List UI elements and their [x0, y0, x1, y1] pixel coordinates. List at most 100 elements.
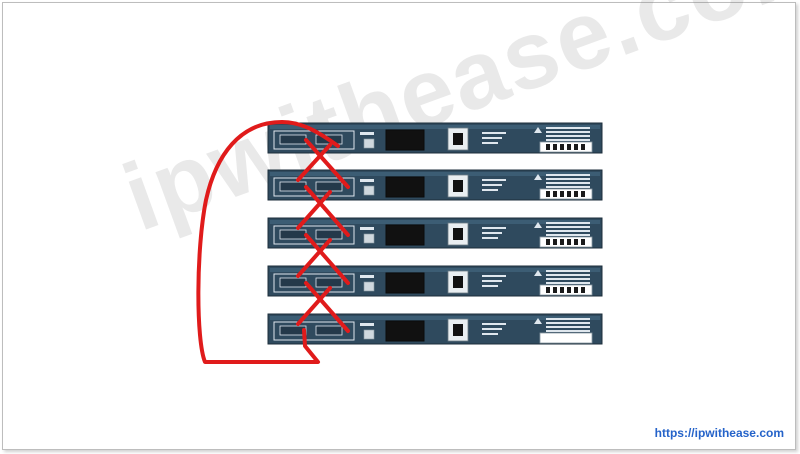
- rating-label-line: [482, 333, 498, 335]
- rating-label-line: [482, 189, 498, 191]
- warning-label-line: [546, 274, 590, 276]
- warning-label-line: [546, 230, 590, 232]
- port-label: [360, 179, 374, 182]
- rps-pin: [560, 191, 564, 197]
- warning-label-line: [546, 174, 590, 176]
- stack-module: [273, 321, 355, 341]
- port-label: [360, 227, 374, 230]
- rating-label-line: [482, 137, 502, 139]
- switch-2: [267, 169, 603, 201]
- console-port: [363, 281, 375, 292]
- rps-pin: [546, 191, 550, 197]
- module-slot: [385, 320, 425, 342]
- rating-label-line: [482, 285, 498, 287]
- warning-label-line: [546, 326, 590, 328]
- chassis-top-edge: [270, 220, 600, 224]
- rps-pin: [581, 191, 585, 197]
- stack-port-b: [315, 277, 343, 288]
- warning-label-line: [546, 135, 590, 137]
- warning-label-line: [546, 127, 590, 129]
- warning-icon: [534, 127, 542, 133]
- rating-label-line: [482, 275, 506, 277]
- port-label: [360, 132, 374, 135]
- stack-cable-cross: [296, 286, 332, 326]
- rps-pin: [553, 287, 557, 293]
- warning-icon: [534, 270, 542, 276]
- rps-pin: [560, 144, 564, 150]
- stack-cable-cross: [296, 190, 332, 230]
- warning-label-line: [546, 282, 590, 284]
- chassis-top-edge: [270, 125, 600, 129]
- rating-label-line: [482, 179, 506, 181]
- switch-5: [267, 313, 603, 345]
- rps-connector: [539, 332, 593, 344]
- chassis-top-edge: [270, 172, 600, 176]
- rps-connector: [539, 236, 593, 248]
- warning-label-line: [546, 131, 590, 133]
- port-label: [360, 323, 374, 326]
- rps-pin: [574, 287, 578, 293]
- stack-port-a: [279, 181, 307, 192]
- module-slot: [385, 272, 425, 294]
- warning-icon: [534, 174, 542, 180]
- stack-port-b: [315, 229, 343, 240]
- stack-port-b: [315, 325, 343, 336]
- console-port: [363, 329, 375, 340]
- rps-pin: [546, 239, 550, 245]
- rps-pin: [553, 239, 557, 245]
- rps-pin: [546, 144, 550, 150]
- stack-cable-cross: [296, 143, 332, 182]
- warning-label-line: [546, 222, 590, 224]
- chassis-top-edge: [270, 316, 600, 320]
- power-socket: [453, 324, 463, 336]
- stack-port-b: [315, 181, 343, 192]
- rps-pin: [574, 191, 578, 197]
- rps-pin: [553, 191, 557, 197]
- rating-label-line: [482, 237, 498, 239]
- rps-pin: [546, 287, 550, 293]
- rps-pin: [581, 239, 585, 245]
- stack-cable: [304, 185, 350, 237]
- rps-pin: [567, 191, 571, 197]
- stack-cable-cross: [296, 238, 332, 278]
- power-socket: [453, 228, 463, 240]
- rps-pin: [567, 144, 571, 150]
- rps-pin: [574, 239, 578, 245]
- switch-1: [267, 122, 603, 154]
- module-slot: [385, 224, 425, 246]
- power-socket: [453, 180, 463, 192]
- rps-pin: [560, 287, 564, 293]
- warning-label-line: [546, 178, 590, 180]
- warning-label-line: [546, 278, 590, 280]
- rating-label-line: [482, 132, 506, 134]
- rps-connector: [539, 284, 593, 296]
- stack-port-a: [279, 229, 307, 240]
- warning-icon: [534, 318, 542, 324]
- stack-cable: [304, 138, 350, 189]
- rating-label-line: [482, 328, 502, 330]
- chassis-top-edge: [270, 268, 600, 272]
- console-port: [363, 185, 375, 196]
- port-label: [360, 275, 374, 278]
- warning-label-line: [546, 330, 590, 332]
- rps-connector: [539, 141, 593, 153]
- rating-label-line: [482, 227, 506, 229]
- stack-cable: [304, 233, 350, 285]
- rps-pin: [581, 287, 585, 293]
- rating-label-line: [482, 184, 502, 186]
- rps-pin: [553, 144, 557, 150]
- module-slot: [385, 129, 425, 151]
- warning-label-line: [546, 234, 590, 236]
- console-port: [363, 138, 375, 149]
- warning-label-line: [546, 226, 590, 228]
- rating-label-line: [482, 280, 502, 282]
- switch-4: [267, 265, 603, 297]
- rps-pin: [581, 144, 585, 150]
- power-socket: [453, 276, 463, 288]
- stack-port-a: [279, 134, 307, 145]
- rps-pin: [574, 144, 578, 150]
- console-port: [363, 233, 375, 244]
- stack-cable: [304, 281, 350, 333]
- rating-label-line: [482, 323, 506, 325]
